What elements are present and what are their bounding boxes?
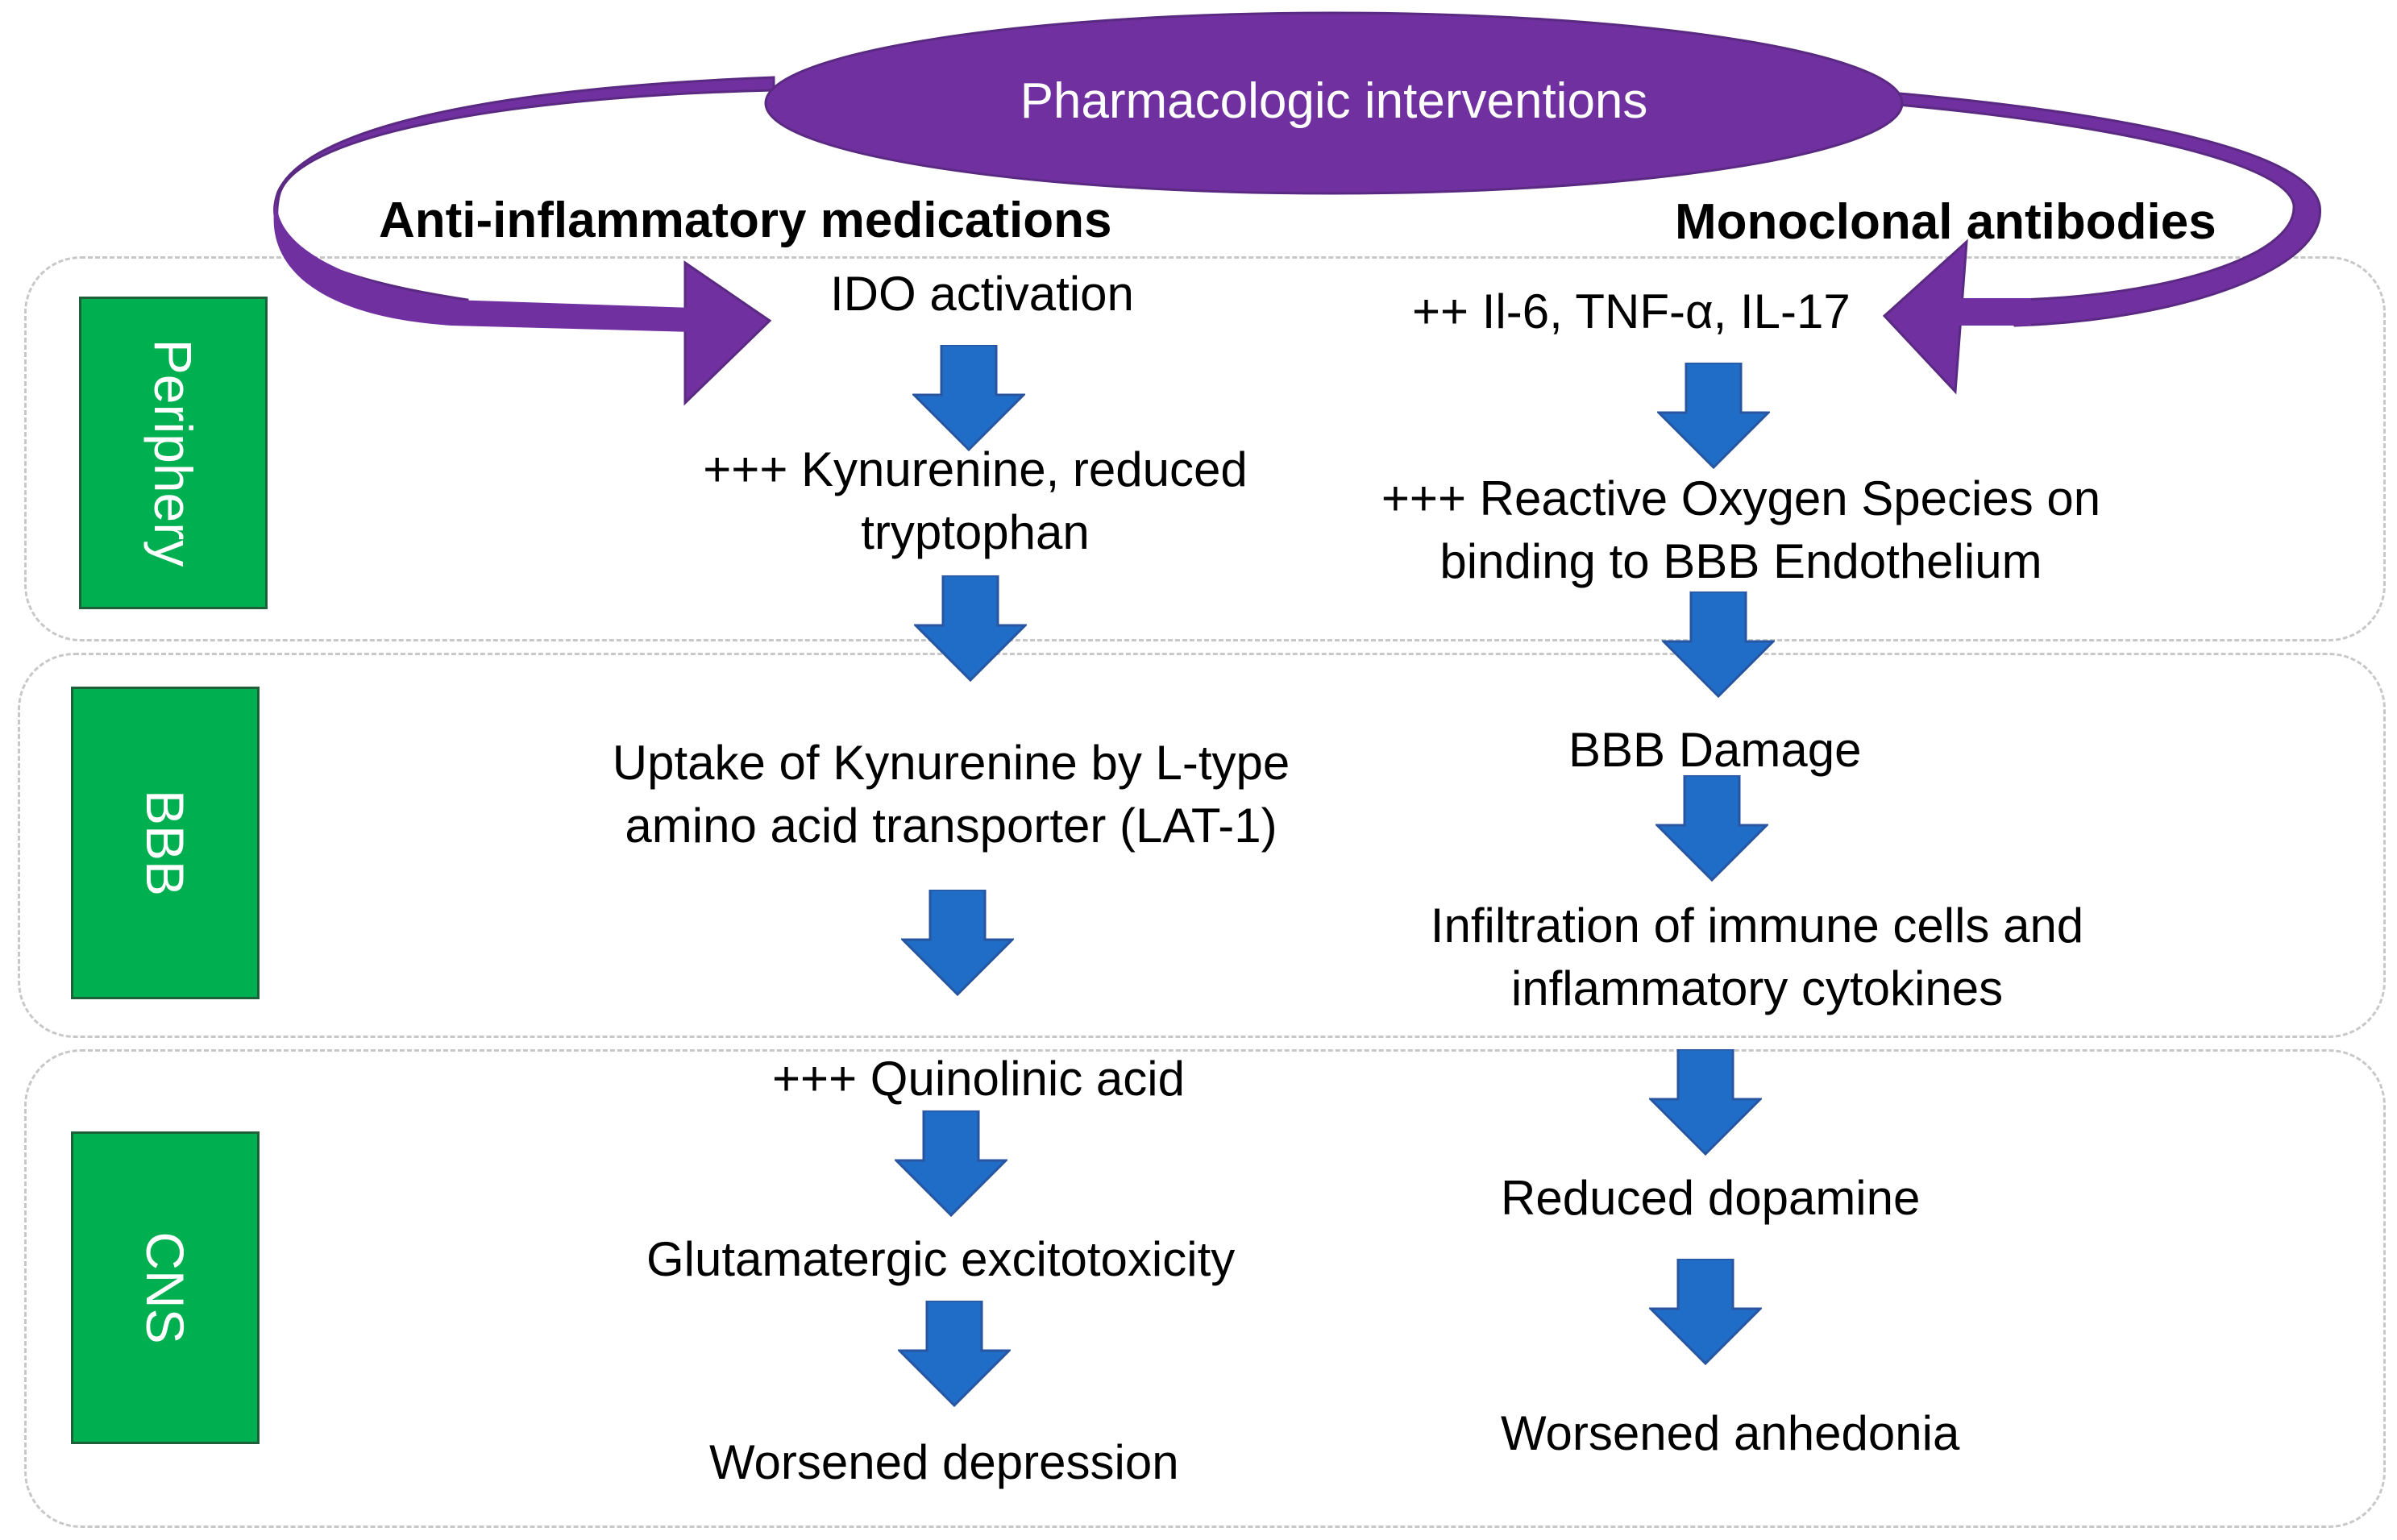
down-arrow-8-icon — [1655, 775, 1768, 882]
infiltration-line-1: Infiltration of immune cells and — [1430, 899, 2084, 953]
reduced-dopamine-text: Reduced dopamine — [1501, 1171, 1921, 1225]
periphery-zone — [24, 256, 2386, 641]
title: Pharmacologic interventions — [1020, 73, 1648, 129]
down-arrow-2-icon — [914, 575, 1027, 682]
down-arrow-3-icon — [901, 890, 1014, 996]
kynurenine-uptake-line-1: Uptake of Kynurenine by L-type — [612, 736, 1290, 790]
left-header: Anti-inflammatory medications — [379, 193, 1112, 248]
reactive-oxygen-species-text: +++ Reactive Oxygen Species on binding t… — [1346, 467, 2136, 593]
cytokines-text: ++ Il-6, TNF-α, IL-17 — [1412, 284, 1851, 338]
kynurenine-uptake-line-2: amino acid transporter (LAT-1) — [625, 799, 1277, 853]
periphery-label-box: Periphery — [79, 297, 268, 609]
infiltration-line-2: inflammatory cytokines — [1510, 961, 2004, 1015]
down-arrow-6-icon — [1657, 363, 1770, 469]
bbb-zone — [18, 653, 2386, 1038]
worsened-depression-text: Worsened depression — [709, 1435, 1179, 1489]
right-header: Monoclonal antibodies — [1675, 194, 2216, 250]
kynurenine-text: +++ Kynurenine, reduced tryptophan — [677, 438, 1273, 564]
down-arrow-5-icon — [898, 1301, 1011, 1407]
ros-line-1: +++ Reactive Oxygen Species on — [1381, 471, 2101, 525]
left-arrow-band — [273, 192, 693, 332]
down-arrow-1-icon — [912, 345, 1025, 451]
infiltration-text: Infiltration of immune cells and inflamm… — [1370, 895, 2144, 1020]
worsened-anhedonia-text: Worsened anhedonia — [1501, 1406, 1960, 1460]
cns-label-box: CNS — [71, 1131, 260, 1444]
left-arrowhead — [683, 260, 772, 406]
cns-zone — [24, 1049, 2386, 1528]
down-arrow-10-icon — [1649, 1259, 1762, 1365]
quinolinic-acid-text: +++ Quinolinic acid — [772, 1052, 1185, 1106]
title-ellipse — [764, 11, 1904, 195]
kynurenine-line-2: tryptophan — [861, 505, 1090, 559]
kynurenine-line-1: +++ Kynurenine, reduced — [703, 442, 1248, 496]
down-arrow-4-icon — [895, 1110, 1007, 1217]
right-arrow-band — [1959, 298, 2031, 326]
ros-line-2: binding to BBB Endothelium — [1439, 534, 2042, 588]
right-arrowhead — [1882, 239, 1968, 395]
bbb-label-box: BBB — [71, 687, 260, 999]
bbb-damage-text: BBB Damage — [1568, 723, 1862, 777]
ido-activation-text: IDO activation — [830, 267, 1134, 321]
kynurenine-uptake-text: Uptake of Kynurenine by L-type amino aci… — [564, 732, 1338, 857]
glutamatergic-excitotoxicity-text: Glutamatergic excitotoxicity — [646, 1232, 1236, 1286]
down-arrow-9-icon — [1649, 1049, 1762, 1156]
down-arrow-7-icon — [1662, 592, 1775, 698]
